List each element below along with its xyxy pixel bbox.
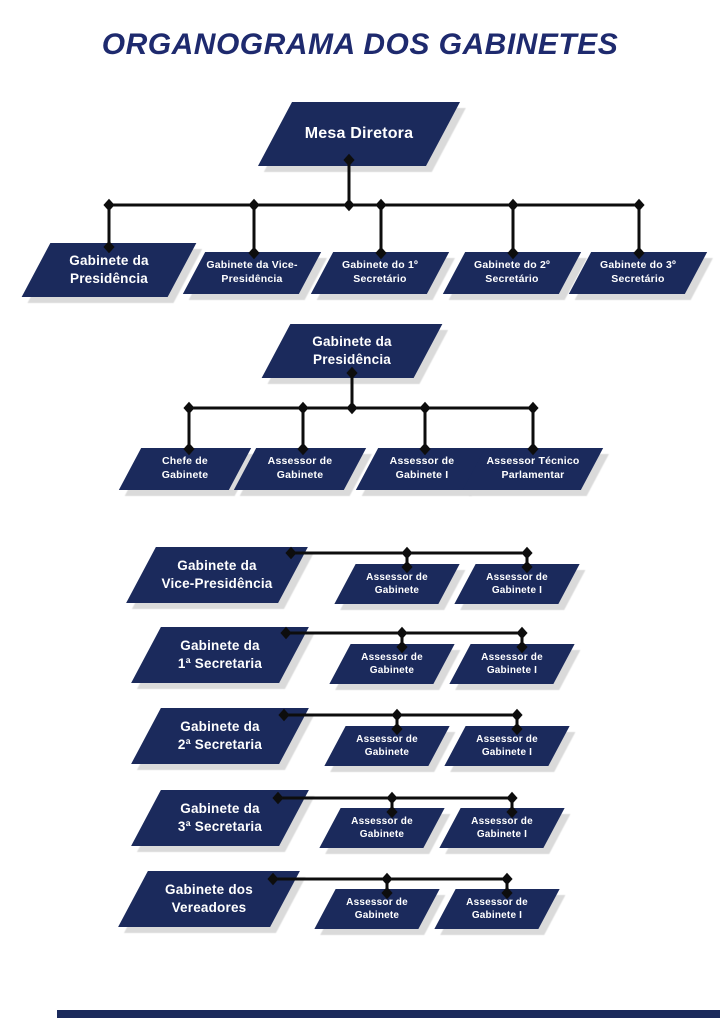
org-node-gabinete-1-secretario: Gabinete do 1º Secretário (310, 252, 450, 294)
org-node-label: Assessor de Gabinete (351, 816, 413, 840)
org-node-chefe-de-gabinete: Chefe de Gabinete (118, 448, 252, 490)
org-node-gabinete-2-secretario: Gabinete do 2º Secretário (442, 252, 582, 294)
org-node-label: Mesa Diretora (304, 124, 414, 142)
org-node-assessor-de-gabinete-presidencia: Assessor de Gabinete (233, 448, 367, 490)
org-node-gabinete-presidencia-parent: Gabinete da Presidência (261, 324, 443, 378)
org-node-assessor-de-gabinete-i-presidencia: Assessor de Gabinete I (355, 448, 489, 490)
org-node-assessor-de-gabinete-i-3sec: Assessor de Gabinete I (439, 808, 565, 848)
org-node-assessor-de-gabinete-3sec: Assessor de Gabinete (319, 808, 445, 848)
org-node-gabinete-1-secretaria: Gabinete da 1ª Secretaria (131, 627, 309, 683)
org-node-gabinete-3-secretario: Gabinete do 3º Secretário (568, 252, 708, 294)
org-node-label: Assessor de Gabinete I (476, 734, 538, 758)
org-node-mesa-diretora: Mesa Diretora (257, 102, 461, 166)
footer-accent-bar (57, 1010, 720, 1018)
org-node-label: Assessor de Gabinete (267, 455, 333, 481)
org-node-label: Assessor de Gabinete (346, 897, 408, 921)
org-node-gabinete-2-secretaria: Gabinete da 2ª Secretaria (131, 708, 309, 764)
org-node-label: Assessor de Gabinete I (481, 652, 543, 676)
org-node-assessor-de-gabinete-i-2sec: Assessor de Gabinete I (444, 726, 570, 766)
org-node-label: Assessor de Gabinete (356, 734, 418, 758)
org-node-label: Assessor de Gabinete (361, 652, 423, 676)
org-node-assessor-de-gabinete-i-1sec: Assessor de Gabinete I (449, 644, 575, 684)
org-node-label: Gabinete do 1º Secretário (341, 259, 419, 285)
org-node-label: Assessor de Gabinete I (466, 897, 528, 921)
org-node-label: Assessor de Gabinete I (471, 816, 533, 840)
org-node-label: Gabinete da 3ª Secretaria (177, 801, 263, 834)
org-node-label: Assessor de Gabinete I (389, 455, 455, 481)
org-node-assessor-de-gabinete-vereadores: Assessor de Gabinete (314, 889, 440, 929)
org-node-assessor-de-gabinete-2sec: Assessor de Gabinete (324, 726, 450, 766)
org-node-label: Gabinete do 2º Secretário (473, 259, 551, 285)
page-title: ORGANOGRAMA DOS GABINETES (101, 28, 619, 61)
org-node-assessor-de-gabinete-i-vice: Assessor de Gabinete I (454, 564, 580, 604)
org-node-label: Assessor de Gabinete I (486, 572, 548, 596)
org-node-gabinete-dos-vereadores: Gabinete dos Vereadores (118, 871, 300, 927)
org-node-assessor-de-gabinete-1sec: Assessor de Gabinete (329, 644, 455, 684)
org-node-assessor-tecnico-parlamentar: Assessor Técnico Parlamentar (462, 448, 604, 490)
org-node-gabinete-presidencia-l1: Gabinete da Presidência (21, 243, 197, 297)
org-node-label: Gabinete da Vice-Presidência (161, 558, 273, 591)
org-node-label: Gabinete dos Vereadores (165, 882, 253, 915)
org-node-label: Gabinete da Presidência (69, 253, 149, 286)
org-node-label: Assessor de Gabinete (366, 572, 428, 596)
org-node-gabinete-vice-presidencia: Gabinete da Vice-Presidência (126, 547, 308, 603)
org-node-label: Assessor Técnico Parlamentar (486, 455, 580, 481)
org-node-label: Gabinete do 3º Secretário (599, 259, 677, 285)
org-node-label: Gabinete da 1ª Secretaria (177, 638, 263, 671)
org-node-assessor-de-gabinete-i-vereadores: Assessor de Gabinete I (434, 889, 560, 929)
org-node-gabinete-3-secretaria: Gabinete da 3ª Secretaria (131, 790, 309, 846)
org-node-label: Gabinete da Vice- Presidência (206, 259, 298, 285)
org-node-gabinete-vice-presidencia-l1: Gabinete da Vice- Presidência (182, 252, 322, 294)
org-node-label: Gabinete da 2ª Secretaria (177, 719, 263, 752)
org-node-label: Gabinete da Presidência (312, 334, 392, 367)
org-node-label: Chefe de Gabinete (161, 455, 209, 481)
org-node-assessor-de-gabinete-vice: Assessor de Gabinete (334, 564, 460, 604)
